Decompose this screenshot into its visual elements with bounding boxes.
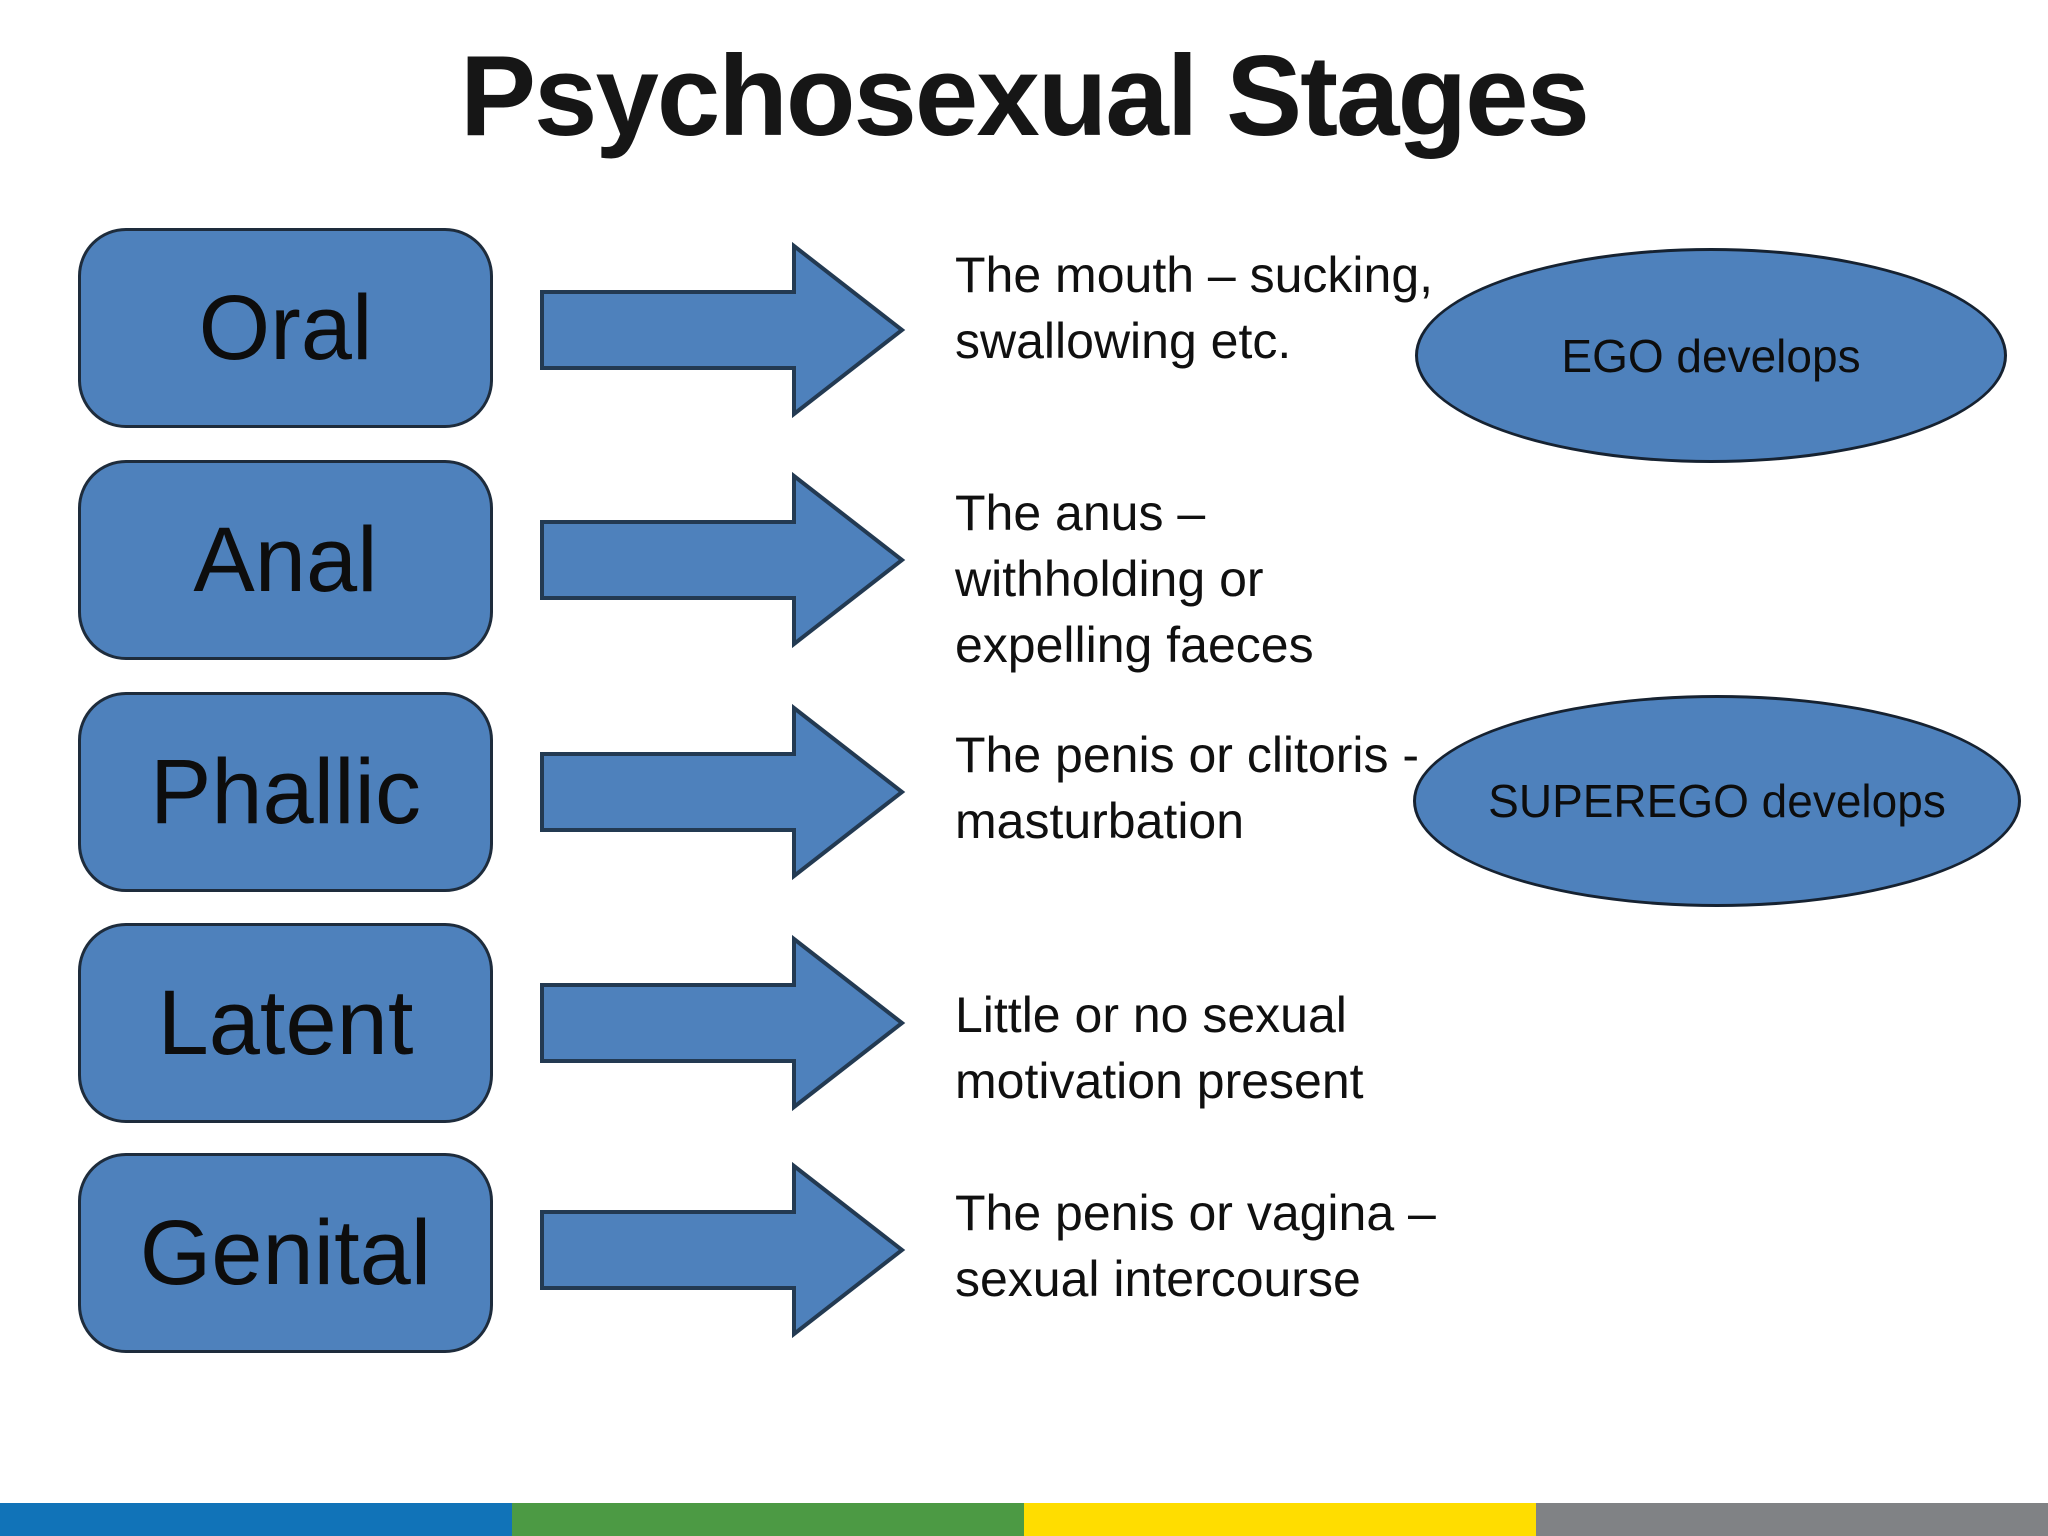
stage-box-oral: Oral	[78, 228, 493, 428]
right-arrow-icon	[538, 470, 908, 650]
stage-description: The penis or vagina – sexual intercourse	[955, 1185, 1436, 1307]
footer-segment-gray	[1536, 1503, 2048, 1536]
stage-label: Latent	[157, 971, 414, 1074]
stage-label: Oral	[198, 276, 373, 379]
stage-label: Anal	[193, 508, 378, 611]
stage-description: Little or no sexual motivation present	[955, 987, 1364, 1109]
stage-description: The anus – withholding or expelling faec…	[955, 485, 1314, 673]
slide-title: Psychosexual Stages	[460, 33, 1590, 160]
stage-label: Genital	[139, 1201, 432, 1304]
stage-description: The penis or clitoris - masturbation	[955, 727, 1420, 849]
right-arrow-icon	[538, 240, 908, 420]
stage-label: Phallic	[149, 740, 421, 843]
footer-color-bar	[0, 1503, 2048, 1536]
right-arrow-icon	[538, 702, 908, 882]
callout-label: SUPEREGO develops	[1488, 775, 1946, 827]
stage-box-genital: Genital	[78, 1153, 493, 1353]
right-arrow-icon	[538, 933, 908, 1113]
stage-box-anal: Anal	[78, 460, 493, 660]
right-arrow-icon	[538, 1160, 908, 1340]
stage-description: The mouth – sucking, swallowing etc.	[955, 247, 1434, 369]
callout-label: EGO develops	[1561, 329, 1861, 382]
footer-segment-green	[512, 1503, 1024, 1536]
footer-segment-yellow	[1024, 1503, 1536, 1536]
superego-develops-ellipse: SUPEREGO develops	[1413, 695, 2021, 907]
footer-segment-blue	[0, 1503, 512, 1536]
ego-develops-ellipse: EGO develops	[1415, 248, 2007, 463]
stage-box-latent: Latent	[78, 923, 493, 1123]
stage-box-phallic: Phallic	[78, 692, 493, 892]
